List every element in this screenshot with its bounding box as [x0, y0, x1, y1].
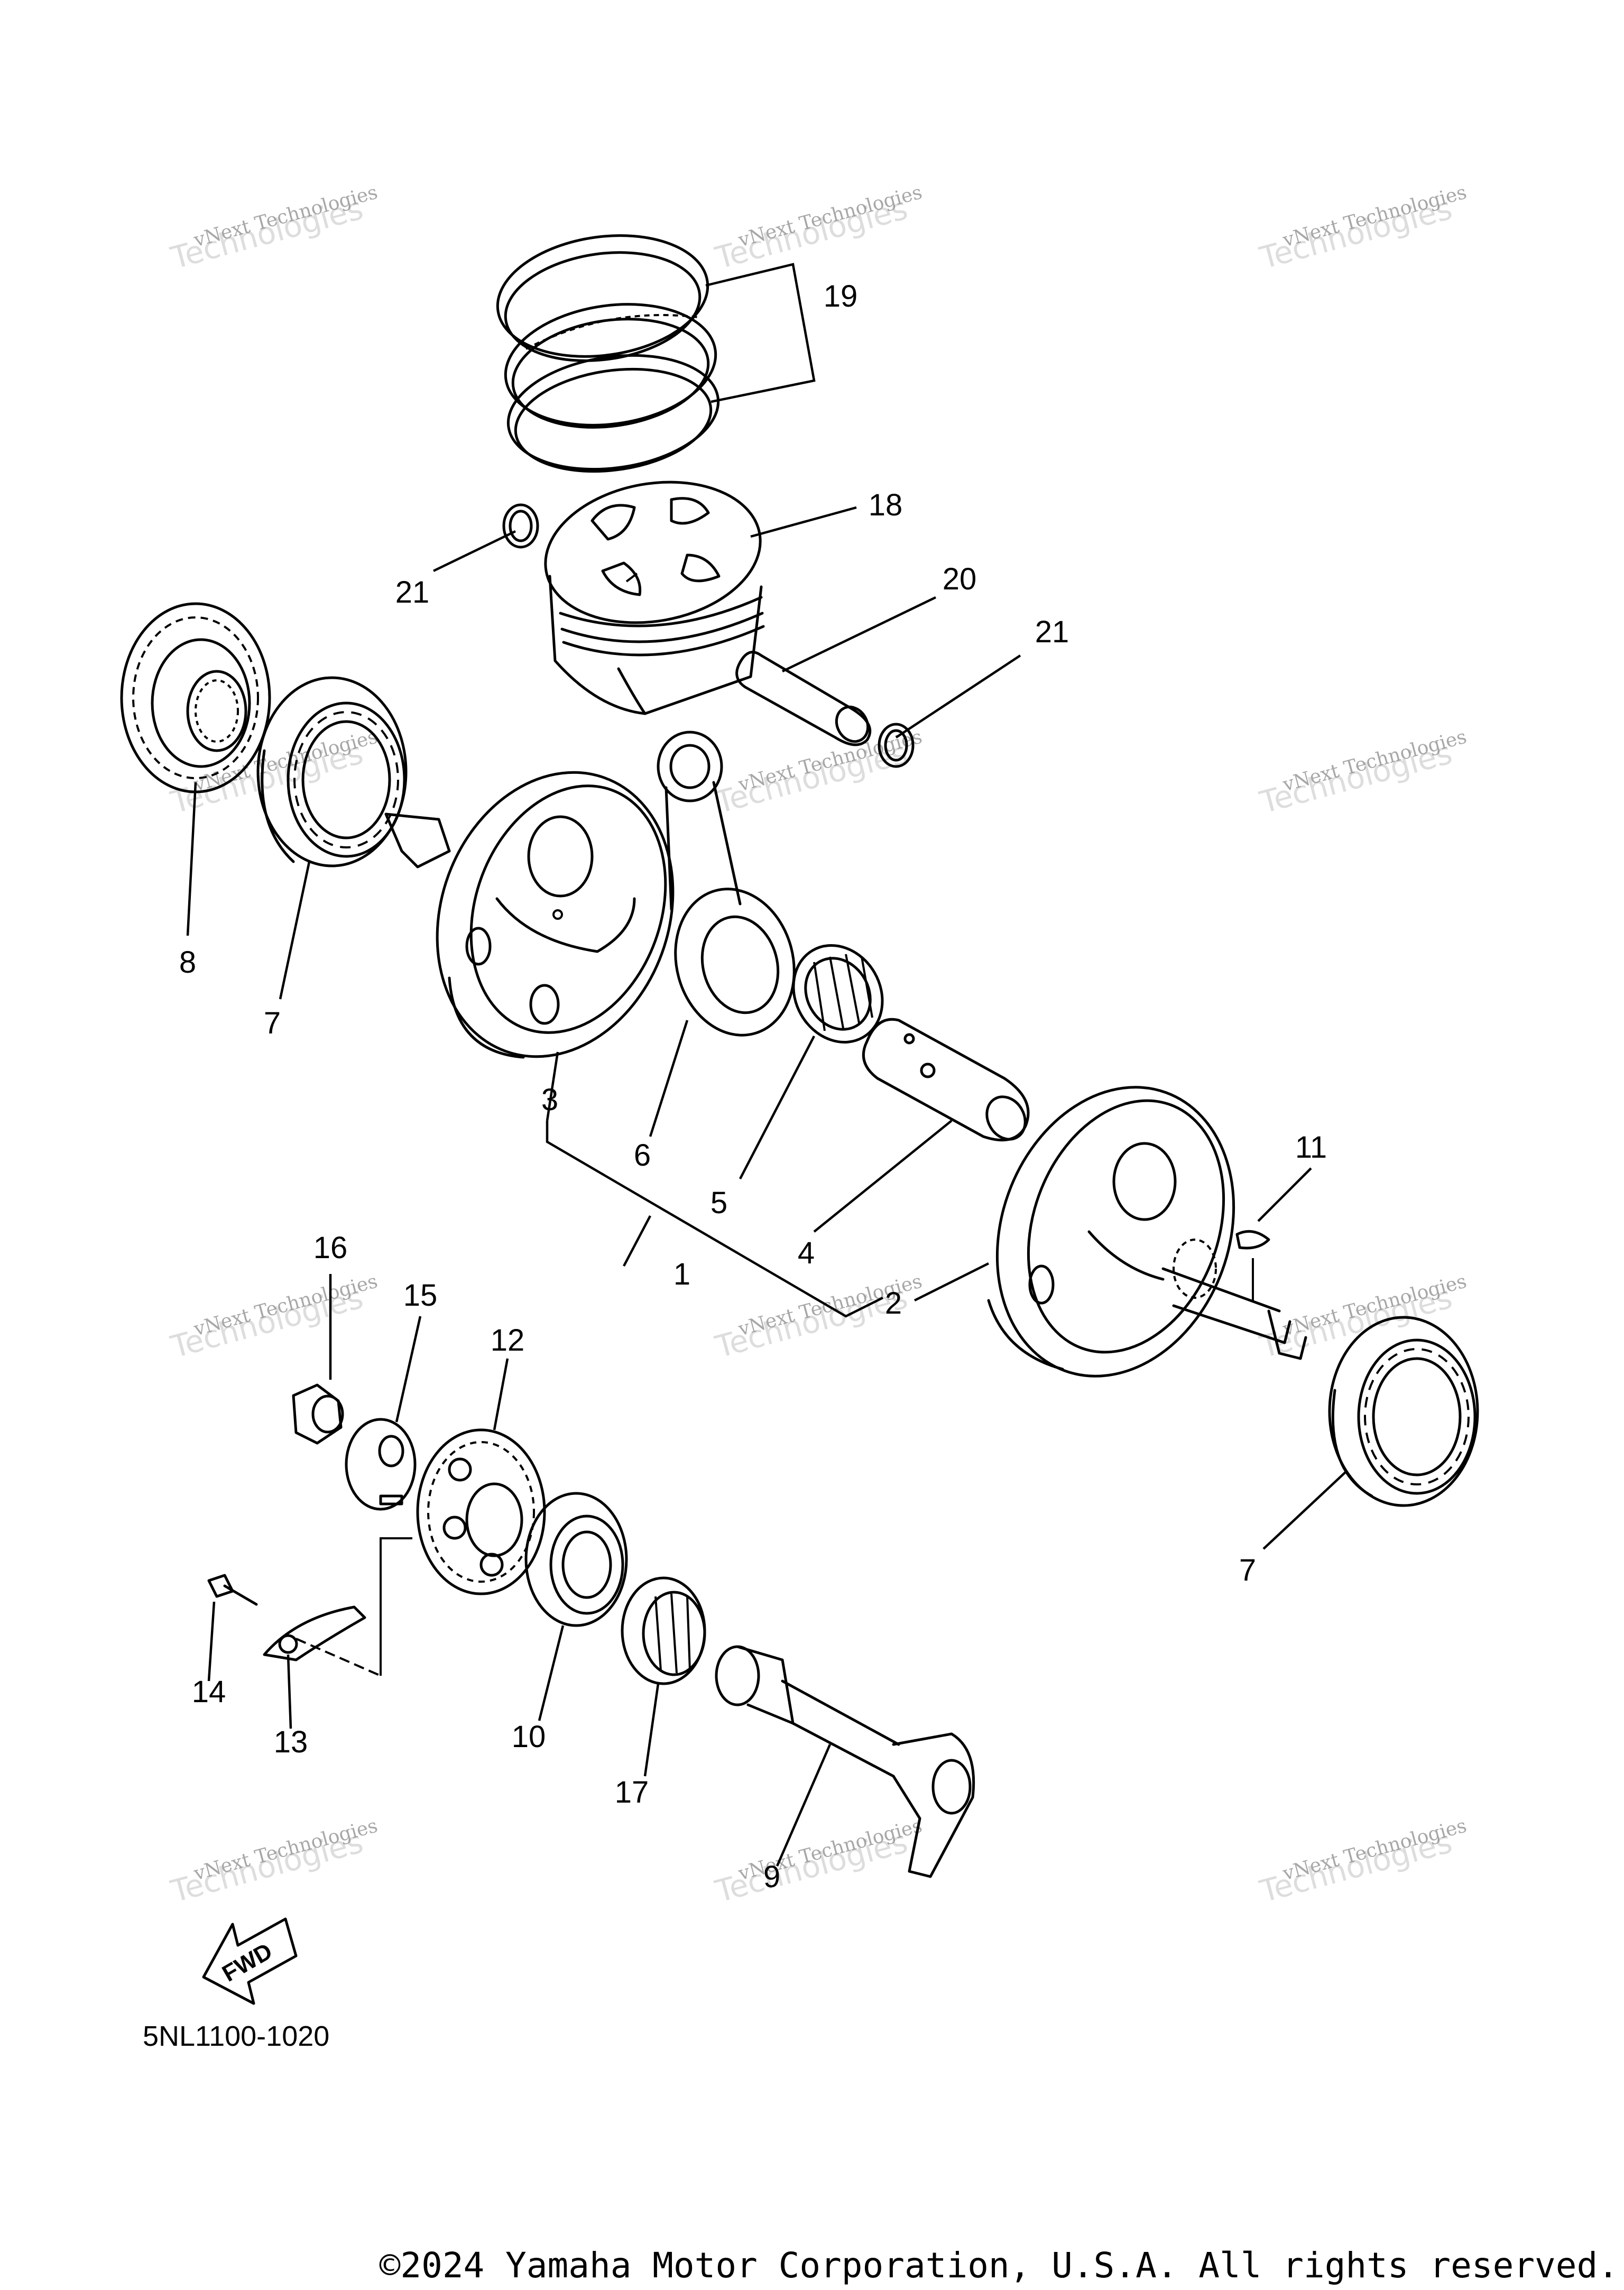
connecting-rod — [657, 731, 796, 1037]
callout-21: 21 — [395, 575, 430, 610]
piston-pin — [735, 651, 872, 746]
crank-pin — [862, 1018, 1030, 1142]
callout-17: 17 — [615, 1775, 649, 1809]
main-bearing-right — [1328, 1316, 1479, 1507]
circlip-right — [878, 723, 915, 768]
circlip-left — [502, 503, 539, 549]
balancer-needle-bearing — [621, 1576, 706, 1685]
callout-9: 9 — [763, 1860, 780, 1894]
balancer-bearing — [524, 1492, 628, 1627]
callout-labels: 19 18 21 20 21 8 7 3 6 5 4 1 2 11 7 16 1… — [179, 279, 1327, 1894]
woodruff-key — [1235, 1230, 1270, 1300]
callout-14: 14 — [192, 1675, 226, 1709]
needle-bearing — [792, 944, 884, 1044]
bolt — [207, 1574, 258, 1606]
callout-19: 19 — [824, 279, 858, 313]
balancer-shaft — [715, 1645, 975, 1878]
fwd-label: FWD — [218, 1938, 276, 1987]
callout-18: 18 — [869, 488, 903, 522]
balancer-drive-gear — [416, 1428, 546, 1595]
callout-4: 4 — [798, 1236, 815, 1270]
crank-right — [987, 1086, 1307, 1378]
nut — [292, 1383, 344, 1445]
fwd-arrow-icon: FWD — [202, 1917, 298, 2005]
main-bearing-left — [256, 676, 408, 867]
primary-drive-gear — [120, 602, 271, 793]
callout-11: 11 — [1295, 1130, 1327, 1165]
piston-rings — [496, 234, 720, 473]
copyright-notice: ©2024 Yamaha Motor Corporation, U.S.A. A… — [379, 2245, 1619, 2286]
balancer-weight — [263, 1537, 412, 1677]
callout-16: 16 — [313, 1231, 348, 1265]
callout-21: 21 — [1035, 615, 1069, 649]
callout-3: 3 — [541, 1083, 558, 1117]
callout-8: 8 — [179, 945, 196, 980]
callout-2: 2 — [885, 1286, 902, 1321]
leader-lines — [186, 263, 1346, 1867]
callout-10: 10 — [512, 1720, 546, 1754]
callout-13: 13 — [274, 1725, 308, 1759]
piston — [544, 481, 765, 715]
watermark-group: Technologies vNext Technologies Technolo… — [167, 181, 1469, 1909]
crank-left — [384, 771, 675, 1059]
callout-5: 5 — [710, 1186, 727, 1220]
lock-washer — [345, 1418, 417, 1511]
callout-20: 20 — [943, 562, 977, 596]
callout-7: 7 — [1239, 1553, 1256, 1587]
callout-1: 1 — [673, 1257, 690, 1291]
callout-6: 6 — [634, 1138, 651, 1172]
diagram-code: 5NL1100-1020 — [143, 2020, 329, 2052]
callout-15: 15 — [403, 1278, 438, 1313]
callout-7: 7 — [264, 1006, 281, 1040]
callout-12: 12 — [491, 1323, 525, 1358]
